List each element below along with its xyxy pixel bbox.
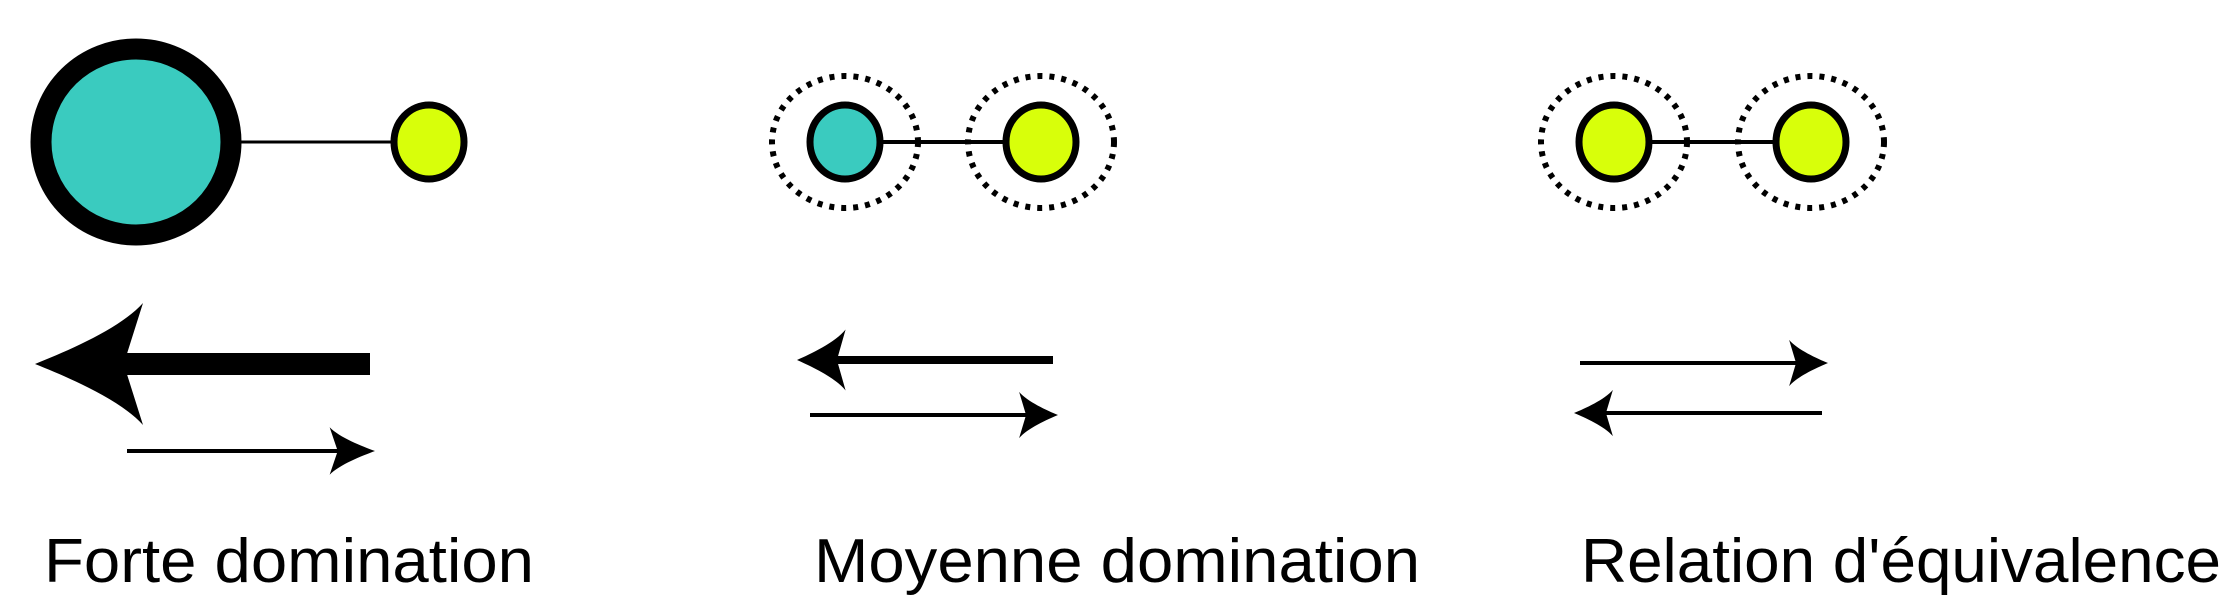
panel-equivalence: Relation d'équivalence <box>1538 73 2221 596</box>
panel-label: Relation d'équivalence <box>1581 527 2221 596</box>
panel-strong-domination: Forte domination <box>30 38 534 596</box>
medium-left-arrow <box>797 329 1053 391</box>
right-arrow <box>1580 339 1828 387</box>
dominant-node <box>806 101 884 183</box>
left-arrow <box>1574 389 1822 437</box>
dotted-halo <box>1735 73 1887 211</box>
weak-right-arrow <box>127 427 375 475</box>
dotted-halo <box>1538 73 1690 211</box>
dotted-halo <box>769 73 921 211</box>
dominated-node <box>390 101 468 183</box>
panel-label: Forte domination <box>44 527 534 596</box>
strong-left-arrow <box>35 303 370 425</box>
equivalent-node <box>1772 101 1850 183</box>
dominated-node <box>1002 101 1080 183</box>
panel-medium-domination: Moyenne domination <box>769 73 1420 596</box>
dotted-halo <box>965 73 1117 211</box>
panel-label: Moyenne domination <box>814 527 1420 596</box>
weak-right-arrow <box>810 391 1058 439</box>
equivalent-node <box>1575 101 1653 183</box>
dominant-node <box>30 38 242 246</box>
